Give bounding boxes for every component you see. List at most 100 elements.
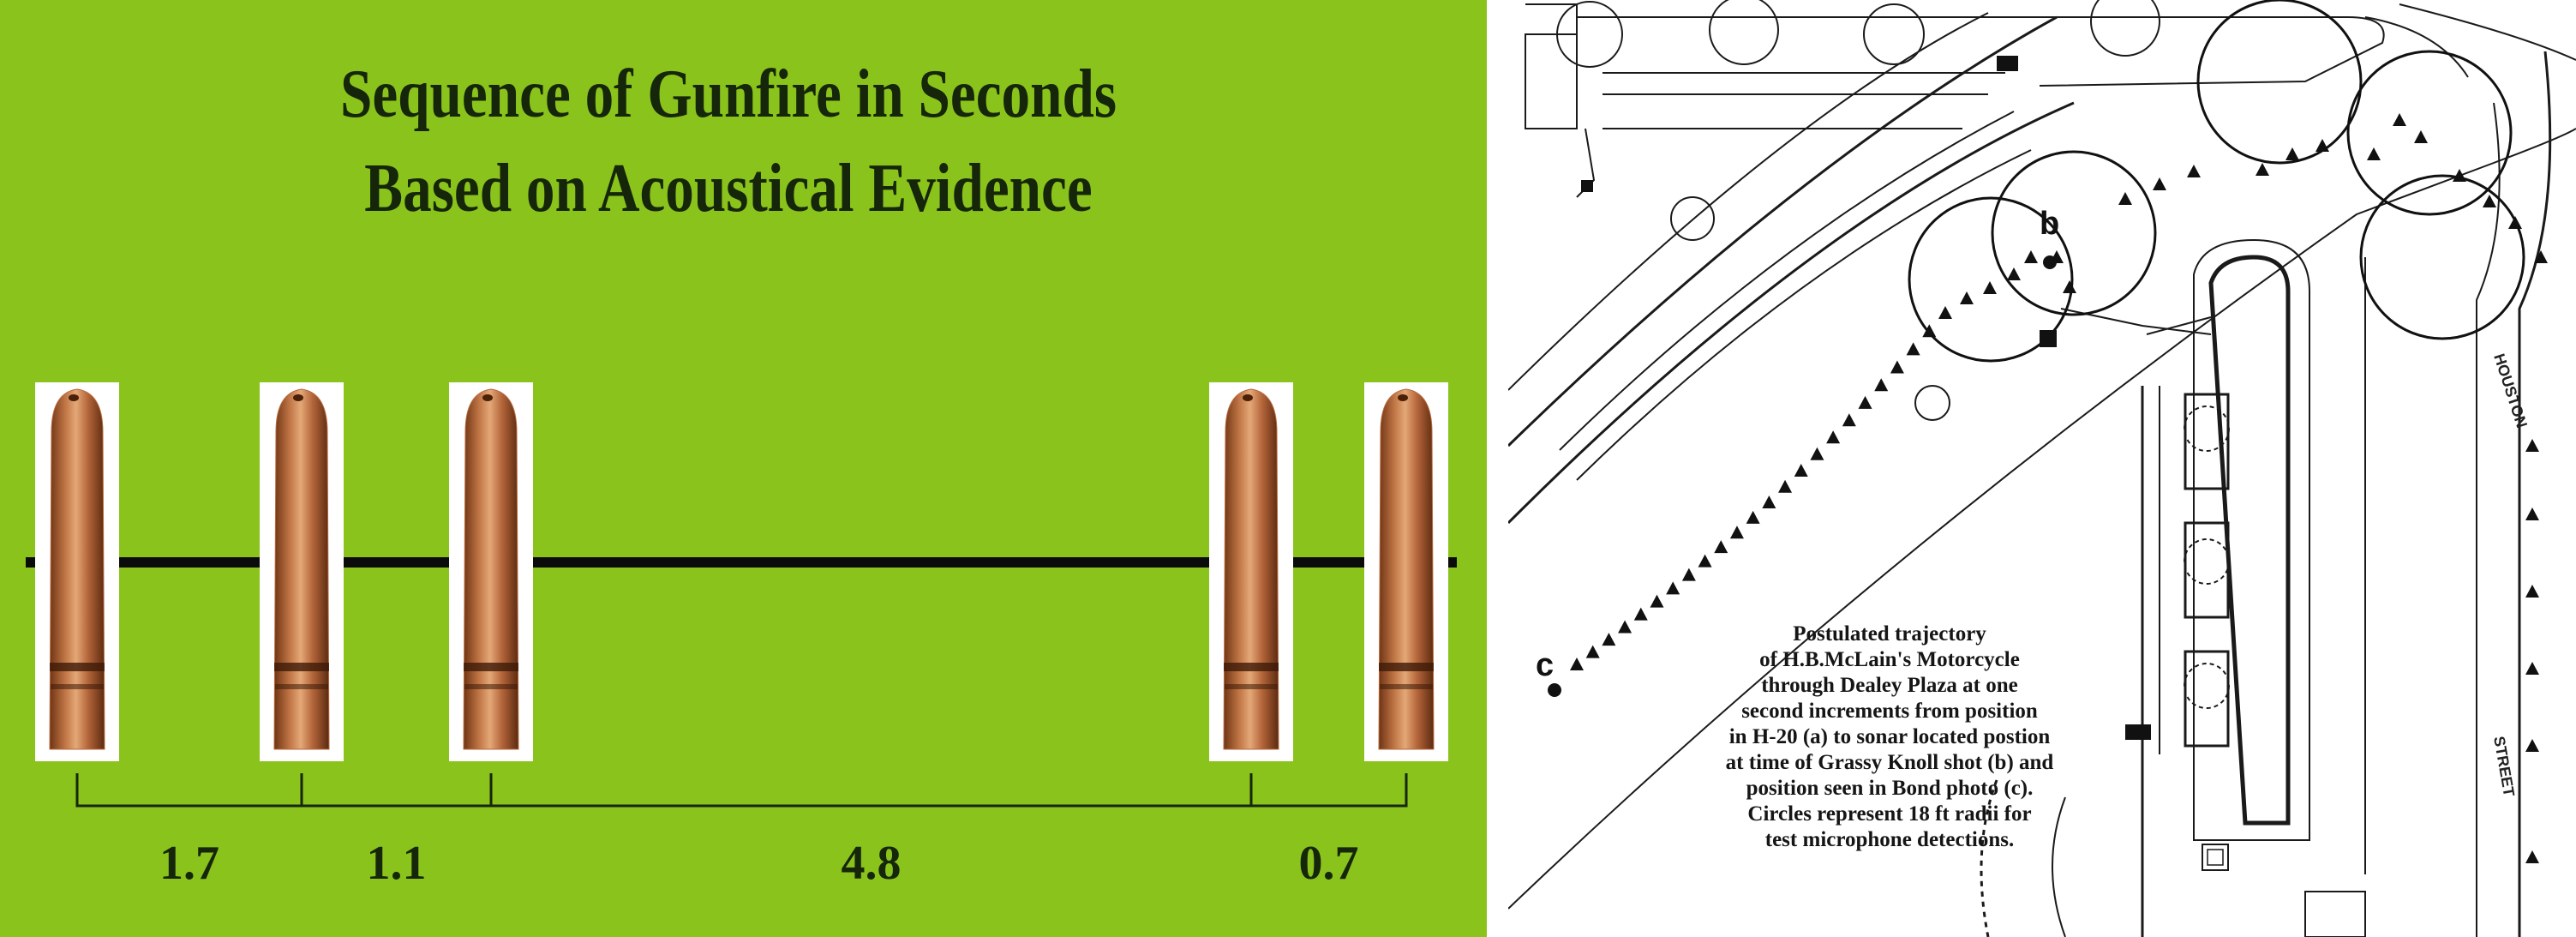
point-c-label: c — [1536, 647, 1554, 683]
triangle-marker-icon — [1650, 594, 1664, 608]
pedestal-arc-2 — [2052, 796, 2066, 937]
triangle-marker-icon — [1585, 645, 1600, 658]
planter-tree-3 — [2184, 663, 2230, 709]
triangle-marker-icon — [1778, 479, 1793, 493]
landmark-b — [2125, 724, 2151, 740]
planter-3 — [2184, 650, 2230, 748]
triangle-marker-icon — [2525, 439, 2539, 452]
triangle-marker-icon — [2525, 662, 2539, 675]
landmarks — [1581, 56, 2151, 740]
triangle-marker-icon — [2508, 216, 2522, 229]
triangle-marker-icon — [2525, 739, 2539, 752]
bullet-icon — [1364, 382, 1448, 761]
triangle-marker-icon — [1842, 413, 1856, 427]
walk-link — [2146, 316, 2212, 335]
caption-line: Circles represent 18 ft radii for — [1747, 802, 2032, 826]
triangle-marker-icon — [1714, 540, 1728, 554]
title-line-1: Sequence of Gunfire in Seconds — [339, 57, 1117, 132]
triangle-marker-icon — [1810, 447, 1824, 460]
interval-bracket — [489, 773, 1253, 808]
triangle-marker-icon — [1570, 658, 1584, 670]
caption-line: second increments from position — [1741, 700, 2038, 723]
caption-line: Postulated trajectory — [1793, 622, 1986, 646]
inner-walkway — [1559, 111, 2015, 451]
triangle-marker-icon — [2525, 508, 2539, 520]
triangle-marker-icon — [1906, 342, 1920, 356]
triangle-marker-icon — [1890, 360, 1904, 374]
tree-3 — [1556, 1, 1623, 68]
triangle-marker-icon — [1729, 526, 1744, 539]
triangle-marker-icon — [2285, 147, 2299, 160]
planter-1 — [2184, 393, 2230, 490]
main-street-curb — [2364, 16, 2469, 78]
triangle-marker-icon — [2187, 165, 2201, 177]
planter-tree-1 — [2184, 405, 2230, 452]
triangle-marker-icon — [1698, 554, 1712, 568]
houston-curb — [2518, 51, 2552, 937]
monument-inner — [2207, 849, 2224, 866]
tree-4 — [1709, 0, 1779, 65]
triangle-marker-icon — [2063, 280, 2076, 293]
houston-street-label: HOUSTON — [2490, 351, 2531, 429]
triangle-marker-icon — [1602, 633, 1616, 646]
elm-street-median-curb — [1508, 101, 2075, 525]
triangle-marker-icon — [2118, 192, 2132, 205]
north-walkway — [1508, 12, 1989, 391]
interval-label: 1.1 — [367, 837, 427, 890]
triangle-marker-icon — [1922, 324, 1937, 338]
triangle-marker-icon — [1858, 395, 1872, 409]
triangle-marker-icon — [2315, 139, 2329, 152]
pool-border — [2193, 238, 2310, 841]
pedestal-arc — [1980, 779, 1998, 937]
triangle-marker-icon — [2483, 195, 2496, 207]
triangle-marker-icon — [2453, 169, 2466, 182]
bullet-icon — [35, 382, 119, 761]
circle-radius-icon — [2346, 50, 2513, 216]
point-b-marker — [2043, 255, 2057, 269]
caption-line: in H-20 (a) to sonar located postion — [1728, 725, 2051, 748]
interval-bracket — [1249, 773, 1408, 808]
point-b-label: b — [2040, 206, 2059, 242]
elm-street-north-curb — [1508, 15, 2058, 447]
triangle-marker-icon — [1681, 568, 1696, 581]
triangle-marker-icon — [1762, 496, 1776, 509]
triangle-marker-icon — [2367, 147, 2381, 160]
triangle-marker-icon — [1826, 430, 1841, 444]
caption-line: through Dealey Plaza at one — [1761, 674, 2018, 697]
triangle-marker-icon — [2525, 585, 2539, 598]
reflecting-pool — [2208, 255, 2291, 826]
gunfire-sequence-panel: Sequence of Gunfire in Seconds Based on … — [0, 0, 1487, 937]
circle-radius-icon — [1991, 150, 2157, 316]
landmark-c — [1997, 56, 2018, 71]
triangle-marker-icon — [1983, 281, 1997, 294]
triangle-marker-icon — [1874, 378, 1889, 392]
point-c-marker — [1548, 683, 1561, 697]
tree-6 — [2090, 0, 2160, 57]
triangle-marker-icon — [1746, 510, 1760, 524]
triangle-marker-icon — [1666, 581, 1680, 595]
planter-2 — [2184, 521, 2230, 619]
landmark-d — [1581, 180, 1593, 192]
triangle-marker-icon — [1618, 620, 1632, 634]
panel-divider — [1487, 0, 1508, 937]
bullet-icon — [449, 382, 533, 761]
triangle-marker-icon — [1794, 463, 1808, 477]
title-line-2: Based on Acoustical Evidence — [364, 151, 1093, 226]
triangle-marker-icon — [2255, 163, 2269, 176]
inner-walkway-2 — [1576, 149, 2032, 481]
shelter-building — [1525, 33, 1578, 129]
caption-line: of H.B.McLain's Motorcycle — [1759, 648, 2020, 671]
map-caption: Postulated trajectory of H.B.McLain's Mo… — [1701, 622, 2078, 853]
triangle-marker-icon — [2153, 177, 2166, 190]
south-road-curb — [1508, 128, 2576, 910]
dealey-plaza-map-panel: b c HOUSTON STREET Postulated trajectory… — [1508, 0, 2576, 937]
interval-label: 0.7 — [1299, 837, 1359, 890]
bullet-icon — [260, 382, 344, 761]
interval-bracket — [75, 773, 303, 808]
building-corner — [2304, 891, 2366, 937]
planter-tree-2 — [2184, 538, 2230, 585]
dealey-plaza-map: b c HOUSTON STREET — [1508, 0, 2576, 937]
circle-radius-icon — [2196, 0, 2363, 165]
main-street-curb-2 — [2399, 3, 2576, 61]
tree-5 — [1863, 3, 1925, 65]
